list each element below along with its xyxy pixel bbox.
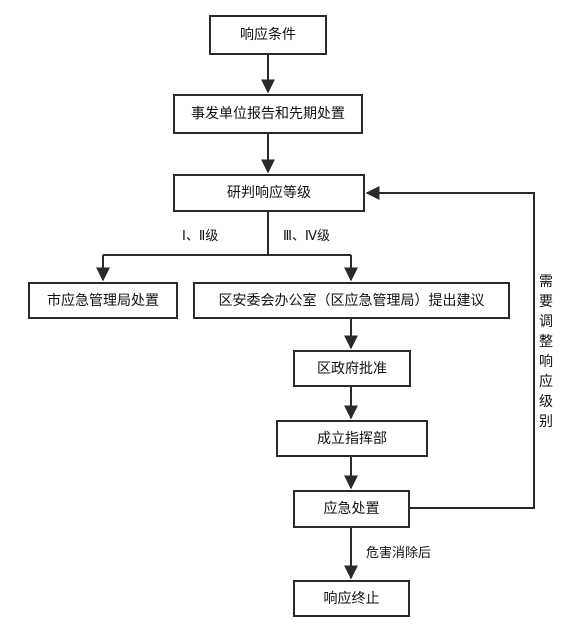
label-levels-1-2: Ⅰ、Ⅱ级 bbox=[182, 229, 219, 244]
node-district-committee: 区安委会办公室（区应急管理局）提出建议 bbox=[193, 282, 510, 319]
label-adjust-level: 需要调整响应级别 bbox=[539, 274, 553, 430]
feedback-loop-adjust-level bbox=[365, 186, 535, 509]
node-response-conditions: 响应条件 bbox=[209, 15, 327, 55]
label-levels-3-4: Ⅲ、Ⅳ级 bbox=[283, 229, 330, 244]
node-district-approval: 区政府批准 bbox=[293, 350, 411, 387]
node-response-end: 响应终止 bbox=[293, 580, 410, 617]
node-command-center: 成立指挥部 bbox=[276, 420, 428, 457]
node-emergency-handling: 应急处置 bbox=[293, 490, 410, 528]
node-city-bureau: 市应急管理局处置 bbox=[28, 282, 178, 319]
node-assess-level: 研判响应等级 bbox=[173, 174, 365, 212]
node-incident-report: 事发单位报告和先期处置 bbox=[173, 94, 363, 134]
label-hazard-cleared: 危害消除后 bbox=[366, 546, 432, 561]
